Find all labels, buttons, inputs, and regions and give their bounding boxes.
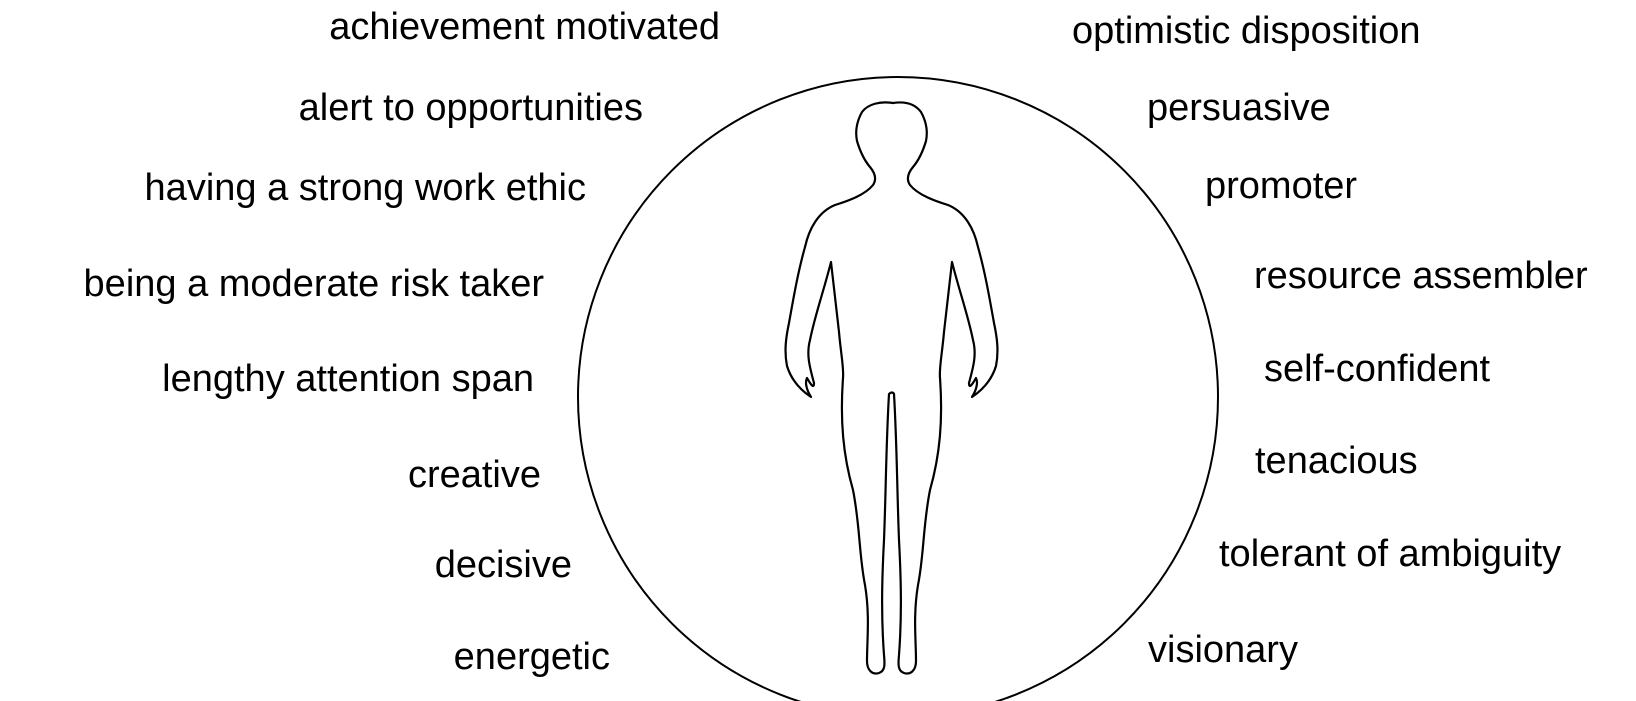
enclosing-circle <box>577 76 1219 701</box>
trait-right-5: self-confident <box>1264 348 1490 390</box>
trait-right-7: tolerant of ambiguity <box>1219 533 1561 575</box>
trait-left-4: being a moderate risk taker <box>84 263 545 305</box>
trait-left-7: decisive <box>435 544 572 586</box>
trait-right-1: optimistic disposition <box>1072 10 1420 52</box>
trait-right-3: promoter <box>1205 165 1357 207</box>
trait-right-2: persuasive <box>1147 87 1331 129</box>
trait-right-6: tenacious <box>1255 440 1418 482</box>
trait-left-8: energetic <box>454 636 610 678</box>
trait-left-2: alert to opportunities <box>299 87 643 129</box>
trait-left-6: creative <box>408 454 541 496</box>
trait-left-1: achievement motivated <box>329 6 720 48</box>
trait-right-4: resource assembler <box>1254 255 1588 297</box>
left-trait-list: achievement motivated alert to opportuni… <box>84 6 720 678</box>
trait-left-3: having a strong work ethic <box>145 167 586 209</box>
trait-right-8: visionary <box>1148 629 1298 671</box>
trait-left-5: lengthy attention span <box>162 358 534 400</box>
right-trait-list: optimistic disposition persuasive promot… <box>1072 10 1588 671</box>
human-silhouette-icon <box>784 101 999 675</box>
